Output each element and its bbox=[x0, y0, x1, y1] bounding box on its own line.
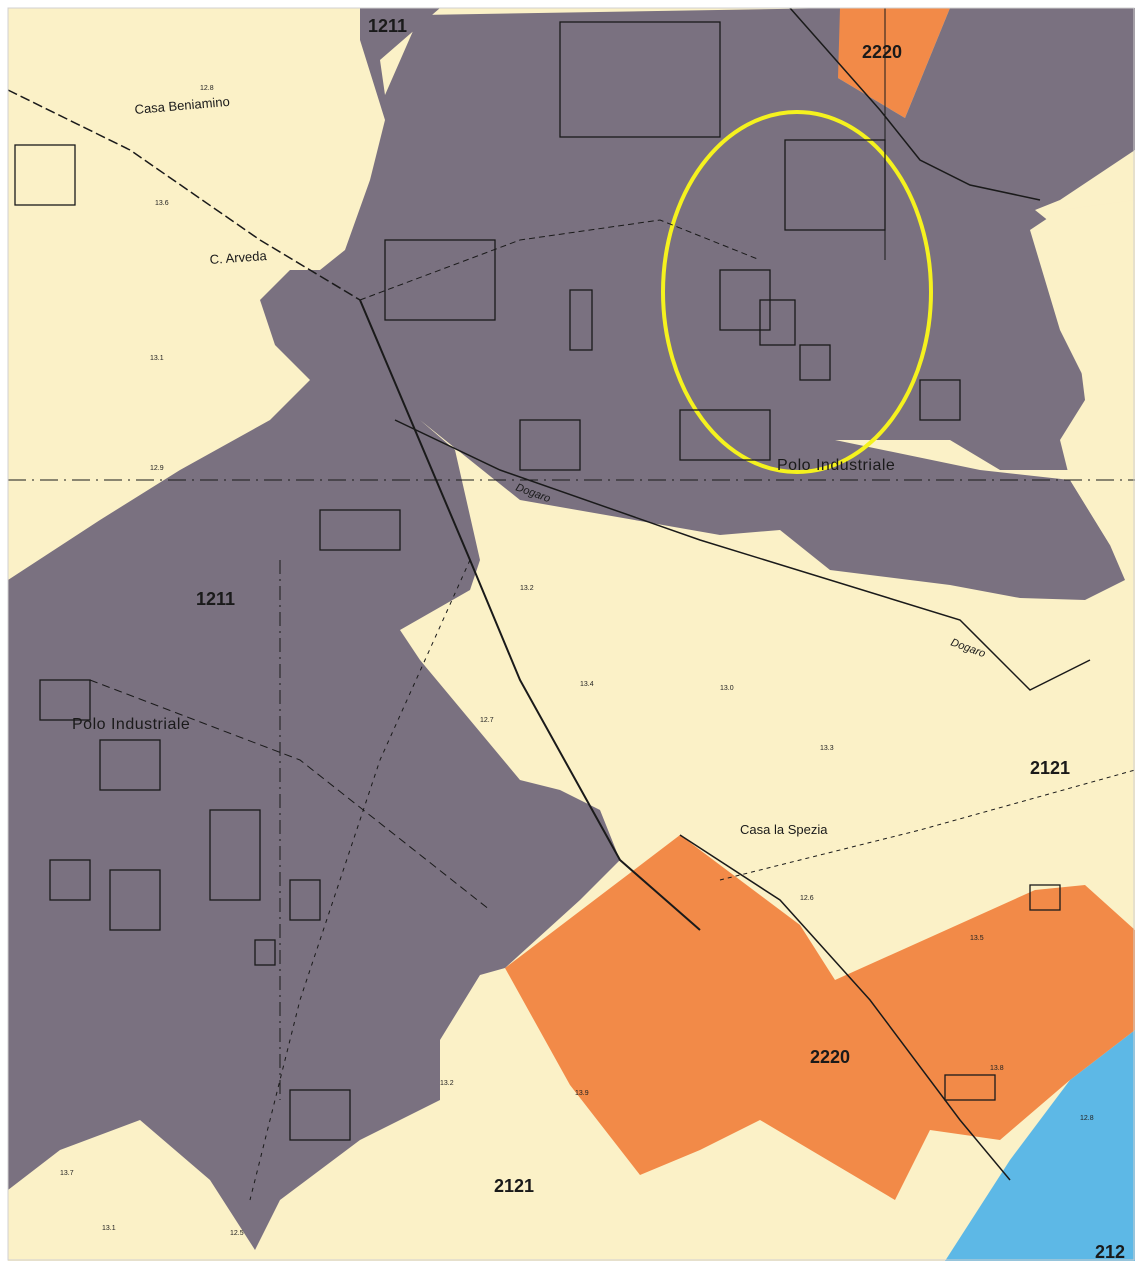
building bbox=[559, 21, 721, 138]
spot-height: 13.0 bbox=[720, 685, 734, 692]
highlight-ellipse bbox=[661, 110, 933, 474]
zone-code-2220-top: 2220 bbox=[862, 42, 902, 62]
road-northeast bbox=[789, 7, 1041, 201]
building bbox=[799, 344, 831, 381]
zone-code-1211-mid: 1211 bbox=[196, 589, 235, 609]
industrial-zone bbox=[8, 8, 1135, 1250]
building bbox=[679, 409, 771, 461]
water-zone bbox=[945, 1030, 1135, 1261]
field-boundary-3 bbox=[89, 679, 491, 911]
dogaro-channel bbox=[394, 419, 1091, 691]
spot-height: 12.7 bbox=[480, 717, 494, 724]
spot-height: 12.8 bbox=[1080, 1115, 1094, 1122]
spot-height: 12.9 bbox=[150, 465, 164, 472]
agricultural-pocket-right bbox=[1030, 200, 1135, 390]
building bbox=[254, 939, 276, 966]
spot-height: 13.2 bbox=[440, 1080, 454, 1087]
area-polo-industriale-left: Polo Industriale bbox=[72, 716, 190, 733]
spot-height: 13.4 bbox=[580, 681, 594, 688]
orange-zone-bottom bbox=[505, 835, 1135, 1200]
spot-height: 13.6 bbox=[155, 200, 169, 207]
zone-code-2121-right: 2121 bbox=[1030, 758, 1070, 778]
spot-height: 13.1 bbox=[150, 355, 164, 362]
building bbox=[109, 869, 161, 931]
building bbox=[14, 144, 76, 206]
area-polo-industriale-right: Polo Industriale bbox=[777, 457, 895, 474]
spot-heights: 12.8 13.6 13.1 12.9 13.2 13.4 13.0 12.7 … bbox=[60, 85, 1094, 1237]
building bbox=[319, 509, 401, 551]
road-internal bbox=[359, 219, 761, 301]
zone-code-2121-bottom: 2121 bbox=[494, 1176, 534, 1196]
spot-height: 13.3 bbox=[820, 745, 834, 752]
building-outlines bbox=[14, 21, 1061, 1141]
spot-height: 12.8 bbox=[200, 85, 214, 92]
spot-height: 13.2 bbox=[520, 585, 534, 592]
building bbox=[289, 1089, 351, 1141]
building bbox=[519, 419, 581, 471]
building bbox=[784, 139, 886, 231]
spot-height: 12.5 bbox=[230, 1230, 244, 1237]
place-casa-la-spezia: Casa la Spezia bbox=[740, 822, 828, 837]
road-diagonal-1 bbox=[359, 299, 701, 931]
field-boundary-2 bbox=[249, 559, 471, 1201]
building bbox=[944, 1074, 996, 1101]
road-northwest bbox=[7, 89, 361, 301]
building bbox=[49, 859, 91, 901]
spot-height: 13.8 bbox=[990, 1065, 1004, 1072]
zone-code-2121-edge: 212 bbox=[1095, 1242, 1125, 1261]
road-south bbox=[679, 834, 1011, 1181]
building bbox=[919, 379, 961, 421]
spot-height: 13.9 bbox=[575, 1090, 589, 1097]
spot-height: 13.1 bbox=[102, 1225, 116, 1232]
building bbox=[569, 289, 593, 351]
map-border bbox=[7, 7, 1135, 1261]
zone-code-2220-bottom: 2220 bbox=[810, 1047, 850, 1067]
field-boundary-1 bbox=[719, 769, 1135, 881]
zone-code-1211-top: 1211 bbox=[368, 16, 407, 36]
spot-height: 13.5 bbox=[970, 935, 984, 942]
spot-height: 12.6 bbox=[800, 895, 814, 902]
building bbox=[289, 879, 321, 921]
agricultural-pocket-mid bbox=[835, 440, 1135, 545]
spot-height: 13.7 bbox=[60, 1170, 74, 1177]
building bbox=[384, 239, 496, 321]
building bbox=[759, 299, 796, 346]
place-c-arveda: C. Arveda bbox=[209, 248, 268, 267]
linework bbox=[7, 7, 1135, 1201]
building bbox=[39, 679, 91, 721]
building bbox=[99, 739, 161, 791]
building bbox=[1029, 884, 1061, 911]
building bbox=[209, 809, 261, 901]
